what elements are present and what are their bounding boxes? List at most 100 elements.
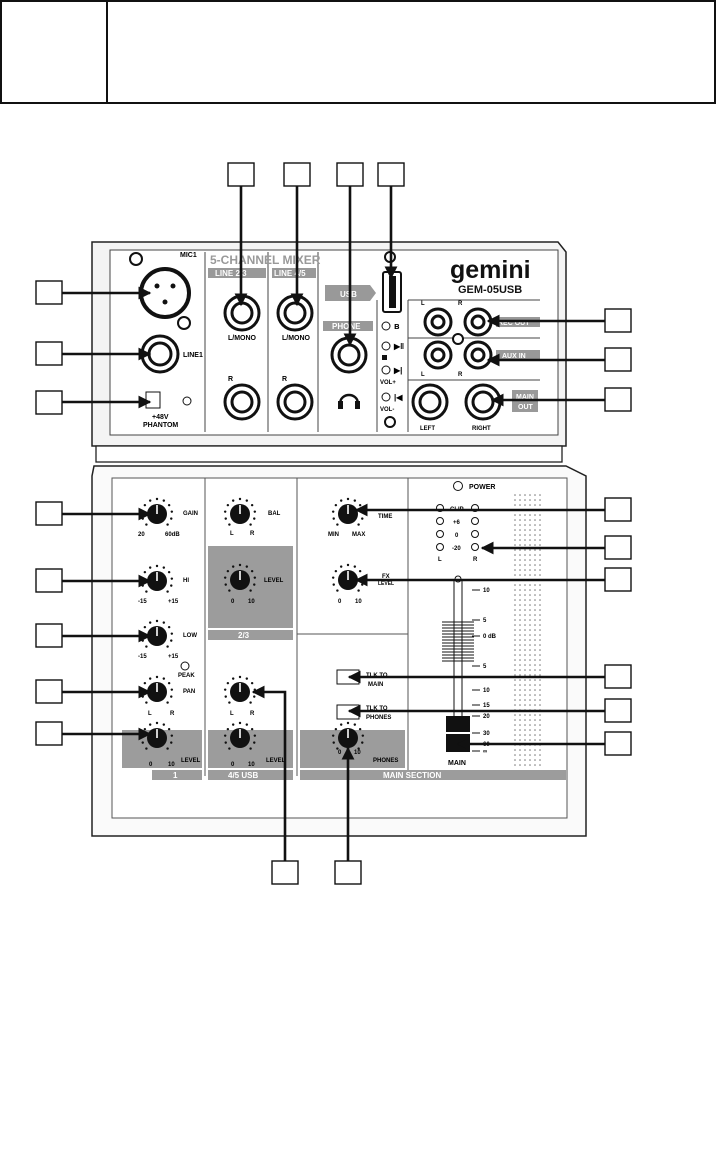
fader-scale-tick: 10: [483, 588, 490, 594]
ch45-level-min: 0: [231, 762, 235, 768]
prev-icon: |◀: [394, 393, 403, 402]
ch45-level-label: LEVEL: [266, 758, 286, 764]
mic1-label: MIC1: [180, 252, 197, 259]
gain-max-label: 60dB: [165, 532, 180, 538]
meter-r: R: [473, 557, 478, 563]
callout-left-5: [35, 568, 63, 593]
fx-label-b: LEVEL: [378, 581, 394, 587]
ch1-level-knob: [140, 721, 174, 750]
phantom-switch: [145, 391, 161, 409]
ch45-label: 4/5 USB: [228, 771, 258, 780]
low-min-label: -15: [138, 654, 147, 660]
phone-label: PHONE: [332, 322, 361, 331]
phone-banner: [323, 321, 373, 331]
meter-l: L: [438, 557, 442, 563]
aux-in-r-label: R: [458, 372, 463, 378]
header-box: [0, 0, 716, 104]
line45-r-label: R: [282, 376, 287, 383]
low-max-label: +15: [168, 654, 179, 660]
power-label: POWER: [469, 484, 495, 491]
aux-in-label: AUX IN: [502, 353, 526, 360]
callout-left-7: [35, 679, 63, 704]
main-out-right-jack: [464, 383, 502, 421]
phones-min: 0: [338, 750, 342, 756]
callout-right-7: [604, 664, 632, 689]
prev-button: [381, 392, 391, 402]
meter-minus20: -20: [452, 546, 461, 552]
ch23-level-knob: [223, 563, 257, 592]
gain-min-label: 20: [138, 532, 145, 538]
low-label: LOW: [183, 633, 197, 639]
line23-l-jack: [223, 294, 261, 332]
fx-level-max: 10: [355, 599, 362, 605]
callout-left-4: [35, 501, 63, 526]
phones-label: PHONES: [373, 758, 398, 764]
ch45-level-knob: [223, 721, 257, 750]
aux-in-banner: [496, 350, 540, 360]
callout-right-4: [604, 497, 632, 522]
fx-time-min: MIN: [328, 532, 339, 538]
line23-l-label: L/MONO: [228, 335, 257, 342]
main-out-label-a: MAIN: [516, 394, 534, 401]
rec-out-r-label: R: [458, 301, 463, 307]
fader-scale-tick: ∞: [483, 749, 487, 755]
talk-to-main-b: MAIN: [368, 682, 383, 688]
stop-icon: [382, 355, 387, 360]
next-button: [381, 365, 391, 375]
ch23-level-max: 10: [248, 599, 255, 605]
peak-label: PEAK: [178, 673, 195, 679]
callout-right-8: [604, 698, 632, 723]
ch23-level-min: 0: [231, 599, 235, 605]
rec-out-l-label: L: [421, 301, 425, 307]
fader-scale-tick: 5: [483, 618, 487, 624]
fader-scale-tick: 20: [483, 714, 490, 720]
pan-label: PAN: [183, 689, 195, 695]
talk-to-phones-a: TLK TO: [366, 706, 388, 712]
ch45-level-max: 10: [248, 762, 255, 768]
peak-led: [180, 661, 190, 671]
line45-r-jack: [276, 383, 314, 421]
gain-knob: [140, 497, 174, 526]
brand-logo: gemini: [450, 256, 531, 284]
main-out-label-b: OUT: [518, 404, 534, 411]
mixer-title: 5-CHANNEL MIXER: [210, 253, 321, 267]
ch23-bal-l: L: [230, 531, 234, 537]
header-tab: [2, 2, 108, 102]
headphone-icon: [338, 393, 360, 409]
fader-scale-tick: 10: [483, 688, 490, 694]
callout-right-3: [604, 387, 632, 412]
callout-right-9: [604, 731, 632, 756]
rca-screw: [452, 333, 464, 345]
meter-plus6: +6: [453, 520, 461, 526]
ch45-bal-r: R: [250, 711, 255, 717]
ch1-level-max: 10: [168, 762, 175, 768]
line45-banner: [272, 268, 316, 278]
line23-banner: [208, 268, 266, 278]
main-section-label: MAIN SECTION: [383, 771, 441, 780]
vol-plus-label: VOL+: [380, 380, 396, 386]
callout-left-8: [35, 721, 63, 746]
level-meter: [436, 504, 479, 551]
line23-r-label: R: [228, 376, 233, 383]
ch45-bal-l: L: [230, 711, 234, 717]
line23-r-jack: [223, 383, 261, 421]
fx-label-a: FX: [382, 574, 390, 580]
fader-scale-tick: 0 dB: [483, 634, 497, 640]
callout-right-6: [604, 567, 632, 592]
rec-out-label: REC OUT: [498, 320, 530, 327]
pan-l-label: L: [148, 711, 152, 717]
phantom-label-a: +48V: [152, 414, 169, 421]
main-out-left-jack: [411, 383, 449, 421]
ch1-level-min: 0: [149, 762, 153, 768]
bluetooth-led: [381, 321, 391, 331]
main-out-left-label: LEFT: [420, 426, 435, 432]
fader-scale-tick: 5: [483, 664, 487, 670]
power-led: [453, 481, 463, 491]
callout-top-3: [336, 162, 364, 187]
ch23-bal-r: R: [250, 531, 255, 537]
gain-label: GAIN: [183, 511, 198, 517]
callout-right-2: [604, 347, 632, 372]
callout-top-4: [377, 162, 405, 187]
callout-bottom-2: [334, 860, 362, 885]
